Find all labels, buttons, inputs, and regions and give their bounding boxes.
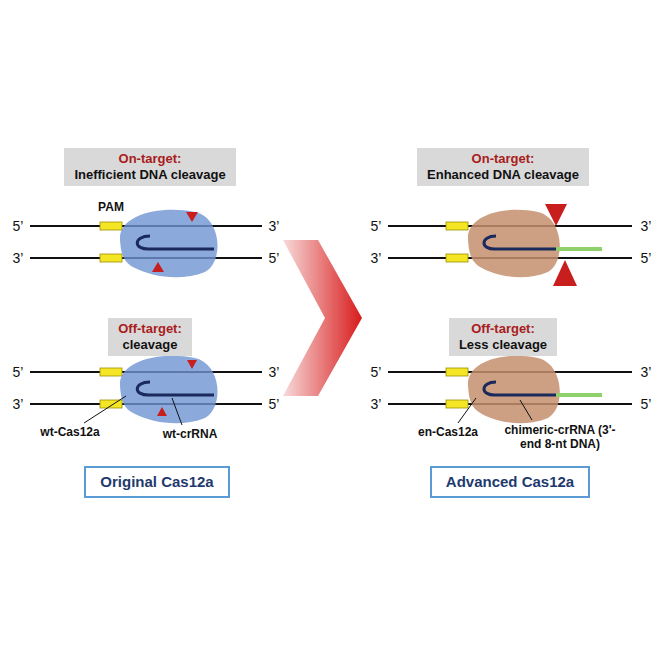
status-label-box: Off-target:Less cleavage — [449, 318, 557, 356]
strand-end: 5’ — [371, 365, 382, 379]
cut-site — [152, 262, 164, 272]
strand-end: 3’ — [641, 365, 652, 379]
strand-end: 5’ — [13, 219, 24, 233]
strand-end: 3’ — [371, 251, 382, 265]
crrna-strand — [137, 382, 214, 395]
strand-end: 3’ — [371, 397, 382, 411]
leader-line — [172, 398, 182, 425]
cut-site — [553, 260, 577, 286]
en-cas12a-protein — [468, 210, 560, 277]
strand-end: 5’ — [269, 397, 280, 411]
panel-title-box: Original Cas12a — [84, 466, 229, 498]
cut-site — [545, 204, 567, 226]
part-label: chimeric-crRNA (3'-end 8-nt DNA) — [495, 423, 625, 451]
status-heading: On-target: — [74, 151, 225, 167]
cut-site — [186, 212, 198, 222]
crrna-strand — [484, 236, 556, 249]
status-label-box: On-target:Inefficient DNA cleavage — [64, 148, 235, 186]
strand-end: 3’ — [269, 365, 280, 379]
panel-title-box: Advanced Cas12a — [430, 466, 590, 498]
strand-end: 5’ — [269, 251, 280, 265]
crrna-strand — [137, 236, 214, 249]
status-text: Enhanced DNA cleavage — [427, 167, 579, 183]
strand-end: 3’ — [13, 397, 24, 411]
status-label-box: Off-target:cleavage — [108, 318, 192, 356]
status-heading: Off-target: — [459, 321, 547, 337]
cut-site — [157, 407, 167, 416]
transition-arrow — [283, 240, 362, 396]
part-label: wt-crRNA — [163, 427, 218, 441]
status-text: Inefficient DNA cleavage — [74, 167, 225, 183]
cut-site — [187, 360, 197, 369]
en-cas12a-protein — [468, 356, 560, 423]
panel-title: Original Cas12a — [100, 473, 213, 491]
status-heading: On-target: — [427, 151, 579, 167]
pam-label: PAM — [98, 200, 124, 214]
panel-title: Advanced Cas12a — [446, 473, 574, 491]
status-text: cleavage — [118, 337, 182, 353]
part-label: wt-Cas12a — [40, 425, 99, 439]
status-text: Less cleavage — [459, 337, 547, 353]
crrna-strand — [484, 382, 556, 395]
wt-cas12a-protein — [120, 356, 218, 423]
leader-line — [84, 396, 126, 423]
strand-end: 5’ — [13, 365, 24, 379]
leader-line — [520, 400, 532, 420]
part-label: en-Cas12a — [418, 425, 478, 439]
strand-end: 3’ — [641, 219, 652, 233]
strand-end: 5’ — [641, 251, 652, 265]
strand-end: 5’ — [641, 397, 652, 411]
status-heading: Off-target: — [118, 321, 182, 337]
wt-cas12a-protein — [120, 210, 218, 277]
strand-end: 3’ — [13, 251, 24, 265]
strand-end: 5’ — [371, 219, 382, 233]
dna-extension — [556, 247, 602, 251]
leader-line — [458, 398, 476, 423]
strand-end: 3’ — [269, 219, 280, 233]
status-label-box: On-target:Enhanced DNA cleavage — [417, 148, 589, 186]
dna-extension — [556, 393, 602, 397]
